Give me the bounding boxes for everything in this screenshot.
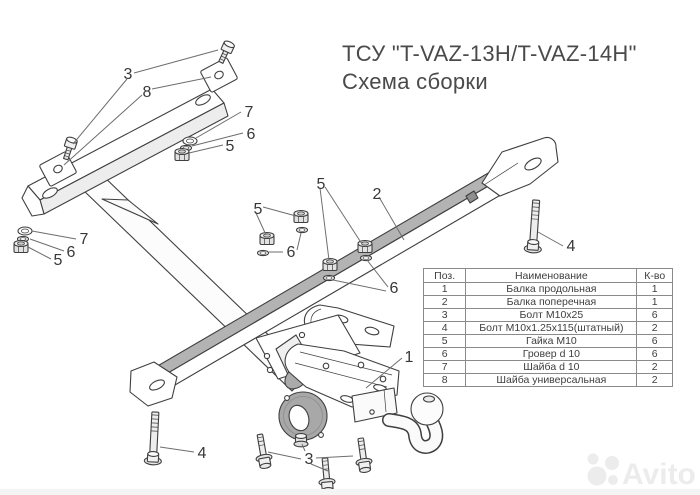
cell-pos: 8 bbox=[422, 373, 467, 387]
cell-qty: 2 bbox=[636, 373, 673, 387]
avito-logo-icon bbox=[587, 453, 619, 486]
header-name: Наименование bbox=[465, 268, 638, 283]
table-row: 4 Болт М10х1.25х115(штатный) 2 bbox=[422, 321, 673, 335]
nut-m10 bbox=[357, 239, 373, 254]
bolt-m10x25 bbox=[316, 456, 337, 494]
cell-name: Балка продольная bbox=[465, 282, 638, 296]
bottom-strip bbox=[0, 489, 700, 495]
nut-m10 bbox=[322, 257, 338, 272]
cell-pos: 2 bbox=[422, 295, 467, 309]
header-qty: К-во bbox=[636, 268, 673, 283]
nut-m10 bbox=[13, 239, 29, 254]
tow-plate-disc bbox=[278, 391, 328, 448]
title-line-2: Схема сборки bbox=[342, 69, 488, 94]
callout-4-bottom-left: 4 bbox=[198, 445, 207, 462]
nut-m10 bbox=[259, 231, 275, 246]
spring-washer bbox=[295, 226, 309, 234]
drawing-title: ТСУ "T-VAZ-13H/T-VAZ-14H" Схема сборки bbox=[342, 40, 637, 96]
cell-qty: 6 bbox=[636, 334, 673, 348]
table-header-row: Поз. Наименование К-во bbox=[422, 268, 673, 283]
table-row: 3 Болт М10х25 6 bbox=[422, 308, 673, 322]
table-row: 7 Шайба d 10 2 bbox=[422, 360, 673, 374]
nut-m10 bbox=[174, 147, 190, 162]
bolt-m10x25 bbox=[293, 433, 309, 448]
bolt-m10x25 bbox=[352, 436, 374, 474]
callout-3-top: 3 bbox=[124, 66, 133, 83]
cell-qty: 1 bbox=[636, 295, 673, 309]
table-row: 1 Балка продольная 1 bbox=[422, 282, 673, 296]
cell-qty: 1 bbox=[636, 282, 673, 296]
callout-5-left: 5 bbox=[54, 252, 63, 269]
ball-mount-tube bbox=[351, 387, 398, 423]
longitudinal-beam bbox=[284, 343, 400, 408]
title-line-1: ТСУ "T-VAZ-13H/T-VAZ-14H" bbox=[342, 41, 637, 66]
table-row: 2 Балка поперечная 1 bbox=[422, 295, 673, 309]
callout-5-center-left: 5 bbox=[254, 201, 263, 218]
cell-pos: 4 bbox=[422, 321, 467, 335]
table-row: 8 Шайба универсальная 2 bbox=[422, 373, 673, 387]
callout-7-left: 7 bbox=[80, 231, 89, 248]
bolt-m10x25 bbox=[251, 432, 275, 471]
leader-lines bbox=[27, 49, 564, 472]
universal-washer-plate bbox=[200, 57, 238, 93]
spring-washer bbox=[322, 274, 336, 282]
callout-8-top: 8 bbox=[143, 84, 152, 101]
callout-6-center-left: 6 bbox=[287, 244, 296, 261]
cell-pos: 6 bbox=[422, 347, 467, 361]
cell-qty: 2 bbox=[636, 321, 673, 335]
cell-pos: 5 bbox=[422, 334, 467, 348]
table-row: 6 Гровер d 10 6 bbox=[422, 347, 673, 361]
callout-4-right: 4 bbox=[567, 238, 576, 255]
bolt-m10x115 bbox=[143, 411, 165, 466]
callout-5-upper: 5 bbox=[226, 138, 235, 155]
cell-name: Болт М10х25 bbox=[465, 308, 638, 322]
callout-1: 1 bbox=[405, 349, 414, 366]
bolt-m10x115 bbox=[523, 198, 546, 254]
spring-washer bbox=[359, 254, 373, 262]
cell-name: Шайба d 10 bbox=[465, 360, 638, 374]
callout-5-center: 5 bbox=[317, 176, 326, 193]
avito-watermark: Avito bbox=[622, 458, 696, 491]
cell-name: Болт М10х1.25х115(штатный) bbox=[465, 321, 638, 335]
cell-qty: 6 bbox=[636, 347, 673, 361]
header-pos: Поз. bbox=[422, 268, 467, 283]
callout-labels: 3 8 7 6 5 7 6 5 5 6 5 2 6 4 1 4 3 bbox=[54, 66, 576, 468]
callout-3-bottom: 3 bbox=[305, 451, 314, 468]
cell-pos: 3 bbox=[422, 308, 467, 322]
cross-beam bbox=[129, 136, 559, 407]
spring-washer bbox=[256, 249, 270, 257]
cell-pos: 7 bbox=[422, 360, 467, 374]
callout-6-center-right: 6 bbox=[390, 280, 399, 297]
callout-7-upper: 7 bbox=[245, 104, 254, 121]
callout-6-upper: 6 bbox=[247, 126, 256, 143]
cell-name: Гайка М10 bbox=[465, 334, 638, 348]
upper-crossmember bbox=[21, 39, 238, 225]
cell-name: Гровер d 10 bbox=[465, 347, 638, 361]
callout-2: 2 bbox=[373, 186, 382, 203]
cell-qty: 6 bbox=[636, 308, 673, 322]
towball bbox=[382, 392, 444, 454]
cell-name: Шайба универсальная bbox=[465, 373, 638, 387]
table-row: 5 Гайка М10 6 bbox=[422, 334, 673, 348]
universal-washer-plate bbox=[39, 151, 77, 187]
callout-6-left: 6 bbox=[67, 244, 76, 261]
cell-pos: 1 bbox=[422, 282, 467, 296]
cell-qty: 2 bbox=[636, 360, 673, 374]
flat-washer bbox=[182, 136, 198, 146]
parts-table: Поз. Наименование К-во 1 Балка продольна… bbox=[422, 268, 673, 387]
cell-name: Балка поперечная bbox=[465, 295, 638, 309]
flat-washer bbox=[17, 226, 33, 236]
nut-m10 bbox=[293, 209, 309, 224]
